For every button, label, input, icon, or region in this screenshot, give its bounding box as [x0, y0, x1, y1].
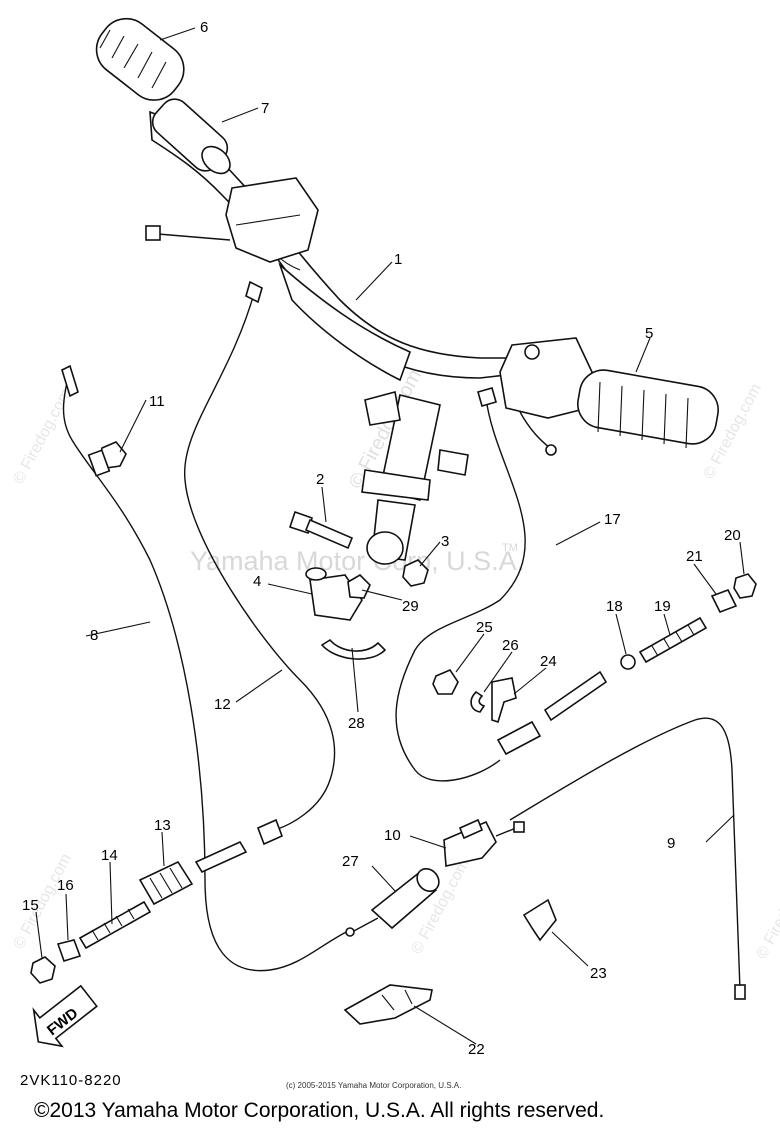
- cable-12: [184, 289, 336, 831]
- watermark-site-left-top: © Firedog.com: [11, 386, 75, 487]
- callout-28: 28: [348, 715, 365, 732]
- leader-lines: [35, 27, 745, 1045]
- bolt-2: [288, 510, 354, 550]
- callout-17: 17: [604, 511, 621, 528]
- cap-21: [710, 588, 738, 614]
- callout-6: 6: [200, 19, 208, 36]
- watermark-site-mid: © Firedog.com: [409, 856, 473, 957]
- callout-13: 13: [154, 817, 171, 834]
- callout-25: 25: [476, 619, 493, 636]
- cable-8-end: [87, 449, 111, 477]
- callout-18: 18: [606, 598, 623, 615]
- cable-9-end: [734, 984, 746, 1000]
- clip-26: [470, 690, 486, 713]
- band-28: [320, 638, 387, 660]
- callout-20: 20: [724, 527, 741, 544]
- callout-8: 8: [90, 627, 98, 644]
- watermark-site-left-bottom: © Firedog.com: [11, 851, 75, 952]
- callout-12: 12: [214, 696, 231, 713]
- copyright-footer: ©2013 Yamaha Motor Corporation, U.S.A. A…: [34, 1099, 605, 1122]
- callout-1: 1: [394, 251, 402, 268]
- boot-27: [345, 867, 440, 937]
- callout-10: 10: [384, 827, 401, 844]
- nut-15: [30, 956, 56, 984]
- callout-24: 24: [540, 653, 557, 670]
- callout-7: 7: [261, 100, 269, 117]
- watermark-center: Yamaha Motor Corp, U.S.A.: [190, 546, 524, 576]
- callout-26: 26: [502, 637, 519, 654]
- cap-16: [56, 939, 82, 962]
- fwd-arrow: FWD: [32, 984, 98, 1048]
- callout-3: 3: [441, 533, 449, 550]
- callout-19: 19: [654, 598, 671, 615]
- watermark-site-right-bottom: © Firedog.com: [754, 861, 780, 962]
- spring-14: [78, 900, 152, 950]
- cable-12-end: [245, 280, 263, 304]
- callout-15: 15: [22, 897, 39, 914]
- plate-24: [491, 677, 517, 724]
- nut-29: [347, 573, 371, 599]
- callout-21: 21: [686, 548, 703, 565]
- adjuster-18-19: [543, 616, 708, 722]
- drawing-code: 2VK110-8220: [20, 1072, 122, 1089]
- watermark-trademark: TM: [502, 542, 518, 554]
- callouts: 1 2 3 4 5 6 7 8 9 10 11 12 13 14 15 16 1…: [22, 19, 741, 1058]
- small-copyright: (c) 2005-2015 Yamaha Motor Corporation, …: [286, 1081, 462, 1090]
- callout-11: 11: [149, 393, 165, 410]
- left-holder: [145, 177, 319, 263]
- cable-9: [509, 717, 741, 991]
- steering-column: [361, 391, 469, 565]
- callout-14: 14: [101, 847, 118, 864]
- right-housing: [499, 337, 593, 419]
- callout-29: 29: [402, 598, 419, 615]
- junction-10: [443, 818, 525, 867]
- nut-20: [733, 573, 757, 599]
- callout-9: 9: [667, 835, 675, 852]
- callout-27: 27: [342, 853, 359, 870]
- left-grip: [95, 17, 185, 101]
- fitting-24-cable: [496, 720, 542, 756]
- spring-left-upper: [194, 840, 248, 874]
- clamp-23: [522, 898, 557, 942]
- adjuster-13: [138, 860, 194, 906]
- callout-23: 23: [590, 965, 607, 982]
- cable-8: [62, 369, 351, 972]
- bolt-25: [432, 669, 459, 695]
- right-grip: [519, 369, 719, 456]
- callout-16: 16: [57, 877, 74, 894]
- bracket-22: [343, 984, 433, 1025]
- fitting-left: [256, 818, 284, 846]
- callout-4: 4: [253, 573, 261, 590]
- nut-3: [402, 559, 429, 587]
- callout-22: 22: [468, 1041, 485, 1058]
- callout-2: 2: [316, 471, 324, 488]
- cable-17-end: [477, 387, 497, 407]
- callout-5: 5: [645, 325, 653, 342]
- cable-17: [395, 397, 526, 782]
- throttle-tube: [151, 98, 231, 175]
